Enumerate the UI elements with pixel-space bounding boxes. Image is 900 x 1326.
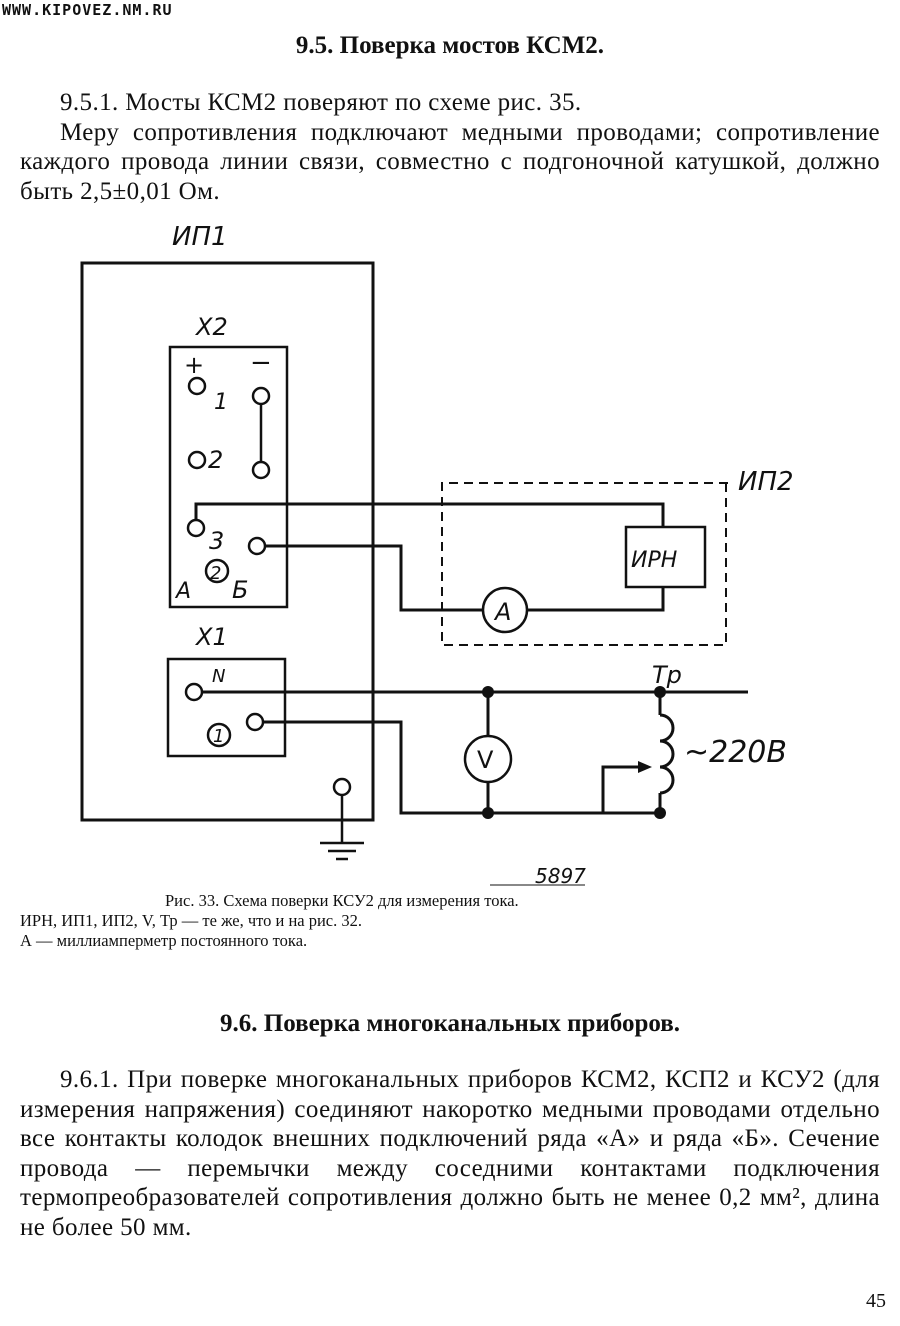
circled-two (204, 558, 230, 584)
wiper-wire (601, 765, 644, 813)
label-minus: − (250, 348, 272, 378)
section-9-5-heading: 9.5. Поверка мостов КСМ2. (295, 32, 605, 59)
label-ip1: ИП1 (172, 222, 228, 252)
circuit-diagram: ИП1 Х2 + − 1 2 3 А 2 Б Х1 N 1 ИП2 ИРН А … (80, 222, 794, 888)
voltmeter (463, 734, 513, 784)
watermark: WWW.KIPOVEZ.NM.RU (2, 1, 173, 19)
terminal-1 (245, 712, 265, 732)
label-row-b: Б (232, 576, 248, 604)
terminal-b3 (247, 536, 267, 556)
label-row-a: А (174, 579, 191, 604)
label-circled-2: 2 (210, 563, 221, 584)
x1-terminal-block (166, 657, 287, 758)
label-terminal-3: 3 (209, 527, 224, 555)
ground-terminal (332, 777, 352, 797)
label-voltage: ~220В (684, 735, 787, 770)
wire-a3-to-irn (194, 502, 665, 527)
irn-box (624, 525, 707, 589)
label-ammeter: А (493, 598, 511, 626)
label-ip2: ИП2 (738, 467, 794, 497)
terminal-plus-2 (187, 450, 207, 470)
figure-caption: Рис. 33. Схема поверки КСУ2 для измерени… (20, 891, 760, 951)
transformer-coil (659, 713, 675, 795)
wire-b3-to-ammeter (265, 544, 483, 612)
circled-one (206, 722, 232, 748)
label-x1: Х1 (194, 623, 228, 651)
terminal-n (184, 682, 204, 702)
terminal-a3 (186, 518, 206, 538)
page-number: 45 (866, 1290, 886, 1312)
wire-1-to-transformer (263, 720, 660, 815)
drawing-number: 5897 (535, 864, 586, 888)
label-circled-1: 1 (213, 726, 224, 747)
label-n: N (212, 666, 225, 687)
caption-title: Рис. 33. Схема поверки КСУ2 для измерени… (165, 891, 519, 910)
label-plus: + (184, 351, 204, 379)
section-9-6-text: 9.6.1. При поверке многоканальных прибор… (20, 1065, 880, 1242)
label-voltmeter: V (477, 746, 494, 774)
label-terminal-2: 2 (208, 446, 223, 474)
label-terminal-1: 1 (214, 390, 228, 415)
label-x2: Х2 (194, 313, 228, 341)
terminal-minus-2 (251, 460, 271, 480)
paragraph-9-6-1: 9.6.1. При поверке многоканальных прибор… (20, 1066, 880, 1241)
caption-line-2: ИРН, ИП1, ИП2, V, Тр — те же, что и на р… (20, 911, 363, 930)
section-9-6-heading: 9.6. Поверка многоканальных приборов. (220, 1010, 680, 1037)
label-irn: ИРН (631, 548, 677, 573)
label-tr: Тр (652, 661, 682, 689)
terminal-minus-1 (251, 386, 271, 406)
x2-terminal-block (168, 345, 289, 609)
ip1-enclosure (80, 261, 375, 822)
paragraph-9-5-1: 9.5.1. Мосты КСМ2 поверяют по схеме рис.… (60, 89, 582, 116)
wire-ammeter-to-irn (527, 587, 665, 612)
wiper-arrow (638, 761, 652, 773)
paragraph-resistance-measure: Меру сопротивления подключают медными пр… (20, 118, 880, 205)
caption-line-3: А — миллиамперметр постоянного тока. (20, 931, 308, 950)
terminal-plus-1 (187, 376, 207, 396)
ip2-enclosure (441, 482, 728, 646)
section-9-5-text: 9.5.1. Мосты КСМ2 поверяют по схеме рис.… (20, 88, 880, 206)
